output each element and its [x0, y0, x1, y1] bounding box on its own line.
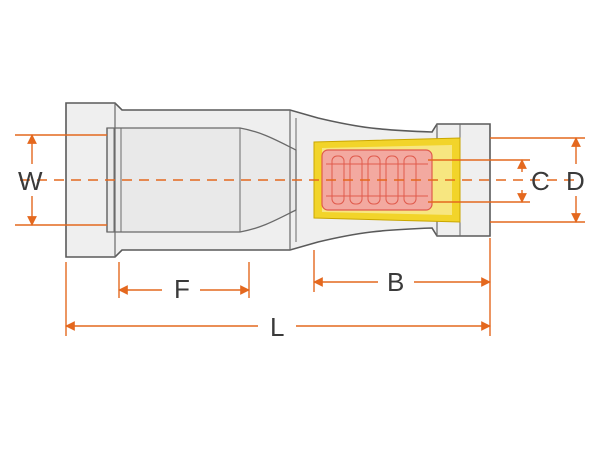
dimension-l: [65, 262, 491, 336]
label-f: F: [174, 274, 190, 304]
label-l: L: [270, 312, 284, 342]
label-d: D: [566, 166, 585, 196]
label-c: C: [531, 166, 550, 196]
dimension-w: [15, 134, 107, 226]
dimension-b: [313, 238, 491, 336]
dimension-d: [490, 137, 585, 223]
dimension-c: [428, 159, 530, 203]
label-b: B: [387, 267, 404, 297]
dimension-f: [118, 262, 250, 298]
label-w: W: [18, 166, 43, 196]
